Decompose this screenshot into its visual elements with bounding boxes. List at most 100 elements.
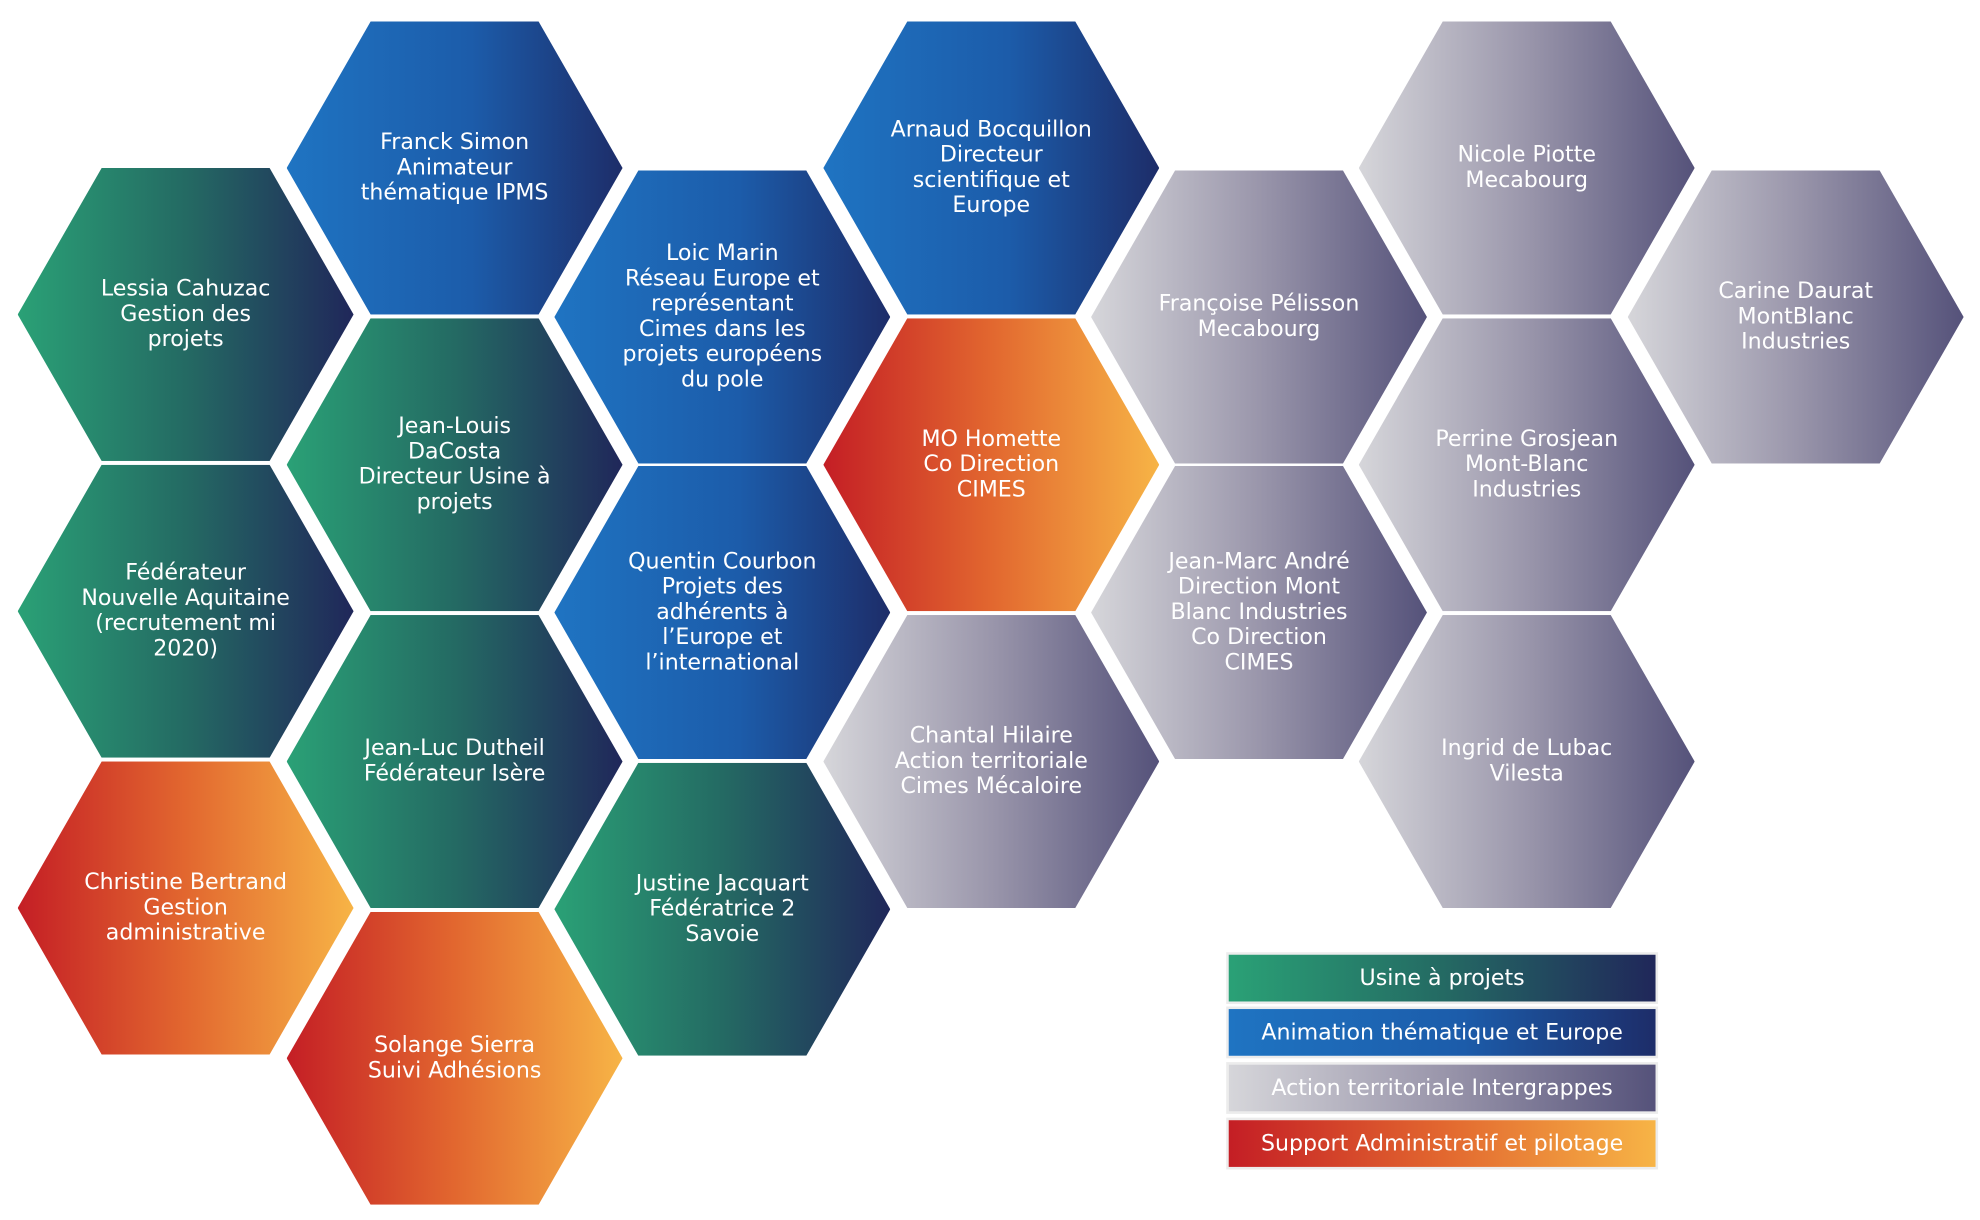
hex-line: CIMES <box>1224 650 1294 676</box>
hex-text: Christine Bertrand Gestion administrativ… <box>66 870 306 946</box>
hex-line: Gestion <box>143 895 228 921</box>
hex-line: Co Direction <box>1191 625 1327 651</box>
hex-line: Quentin Courbon <box>628 549 817 575</box>
hex-franck-simon: Franck Simon Animateur thématique IPMS <box>286 21 623 315</box>
hex-line: Christine Bertrand <box>84 870 288 896</box>
hex-text: Fédérateur Nouvelle Aquitaine (recruteme… <box>66 561 306 662</box>
hex-line: l’Europe et <box>662 625 783 651</box>
hex-quentin-courbon: Quentin Courbon Projets des adhérents à … <box>554 466 891 760</box>
hex-line: projets européens <box>622 342 823 368</box>
hex-perrine-grosjean: Perrine Grosjean Mont-Blanc Industries <box>1358 318 1695 612</box>
hex-text: Ingrid de Lubac Vilesta <box>1407 736 1647 787</box>
hex-text: Jean-Louis DaCosta Directeur Usine à pro… <box>335 414 575 515</box>
hex-line: Françoise Pélisson <box>1158 291 1360 317</box>
hex-line: Justine Jacquart <box>635 871 809 897</box>
hex-line: Mecabourg <box>1465 167 1589 194</box>
hex-lessia-cahuzac: Lessia Cahuzac Gestion des projets <box>17 167 354 461</box>
legend-label: Action territoriale Intergrappes <box>1271 1075 1613 1101</box>
hex-line: Fédérateur <box>125 560 246 586</box>
hex-line: Animateur <box>396 155 513 181</box>
hex-line: MO Homette <box>921 426 1062 453</box>
hex-loic-marin: Loic Marin Réseau Europe et représentant… <box>554 170 891 464</box>
hex-line: Jean-Louis <box>398 414 511 440</box>
hex-line: Gestion des <box>120 301 252 328</box>
hex-text: Perrine Grosjean Mont-Blanc Industries <box>1407 427 1647 503</box>
hex-line: CIMES <box>956 477 1026 503</box>
hex-line: adhérents à <box>656 599 789 626</box>
legend-item-animation-thematique: Animation thématique et Europe <box>1228 1009 1656 1056</box>
legend-label: Usine à projets <box>1359 965 1525 991</box>
hex-line: administrative <box>105 920 266 946</box>
hex-text: Lessia Cahuzac Gestion des projets <box>66 277 306 353</box>
hex-line: Chantal Hilaire <box>909 723 1073 749</box>
hex-jean-louis-dacosta: Jean-Louis DaCosta Directeur Usine à pro… <box>286 318 623 612</box>
hex-line: scientifique et <box>912 167 1070 194</box>
hex-text: MO Homette Co Direction CIMES <box>871 427 1111 503</box>
hex-line: Co Direction <box>923 452 1060 478</box>
hex-text: Carine Daurat MontBlanc Industries <box>1676 279 1916 355</box>
hex-line: Ingrid de Lubac <box>1441 736 1613 762</box>
hex-line: projets <box>147 327 224 353</box>
hex-jean-marc-andre: Jean-Marc André Direction Mont Blanc Ind… <box>1091 466 1427 760</box>
hex-ingrid-de-lubac: Ingrid de Lubac Vilesta <box>1358 615 1695 909</box>
hex-line: Direction Mont <box>1177 574 1341 600</box>
hex-line: thématique IPMS <box>360 180 549 206</box>
hex-line: Carine Daurat <box>1718 279 1874 305</box>
hex-line: représentant <box>651 291 794 317</box>
legend-item-action-territoriale: Action territoriale Intergrappes <box>1228 1064 1656 1112</box>
hex-line: Vilesta <box>1489 761 1564 787</box>
hex-chantal-hilaire: Chantal Hilaire Action territoriale Cime… <box>823 615 1160 909</box>
hex-line: Jean-Luc Dutheil <box>364 736 545 762</box>
hex-line: Industries <box>1472 477 1582 503</box>
hex-line: DaCosta <box>407 439 502 465</box>
hex-line: Mecabourg <box>1197 316 1321 343</box>
hex-text: Quentin Courbon Projets des adhérents à … <box>602 549 842 675</box>
hex-line: Action territoriale <box>894 748 1088 775</box>
hex-solange-sierra: Solange Sierra Suivi Adhésions <box>286 911 623 1205</box>
hex-line: Jean-Marc André <box>1168 549 1350 575</box>
hex-mo-homette: MO Homette Co Direction CIMES <box>823 318 1160 612</box>
hex-line: Europe <box>952 193 1031 219</box>
hex-text: Franck Simon Animateur thématique IPMS <box>335 130 575 206</box>
hex-arnaud-bocquillon: Arnaud Bocquillon Directeur scientifique… <box>823 21 1160 315</box>
hex-text: Loic Marin Réseau Europe et représentant… <box>602 241 842 393</box>
hex-text: Arnaud Bocquillon Directeur scientifique… <box>871 117 1111 218</box>
hex-line: projets <box>416 490 493 516</box>
hex-text: Jean-Luc Dutheil Fédérateur Isère <box>335 736 575 787</box>
hex-text: Justine Jacquart Fédératrice 2 Savoie <box>602 871 842 947</box>
hex-line: Directeur Usine à <box>358 464 551 491</box>
hex-jean-luc-dutheil: Jean-Luc Dutheil Fédérateur Isère <box>286 615 623 909</box>
hex-text: Chantal Hilaire Action territoriale Cime… <box>871 724 1111 800</box>
hex-line: MontBlanc <box>1737 304 1854 330</box>
hex-text: Solange Sierra Suivi Adhésions <box>335 1033 575 1084</box>
hex-line: Directeur <box>939 142 1043 168</box>
hex-line: Savoie <box>685 921 760 948</box>
hex-line: Nicole Piotte <box>1457 142 1596 168</box>
hex-line: Solange Sierra <box>374 1033 536 1059</box>
hex-text: Nicole Piotte Mecabourg <box>1407 143 1647 194</box>
hex-christine-bertrand: Christine Bertrand Gestion administrativ… <box>17 761 354 1055</box>
hex-line: Projets des <box>661 574 783 600</box>
hex-carine-daurat: Carine Daurat MontBlanc Industries <box>1627 170 1964 464</box>
legend-item-support-administratif: Support Administratif et pilotage <box>1228 1120 1656 1167</box>
hex-line: Fédérateur Isère <box>363 761 546 787</box>
hex-line: Cimes Mécaloire <box>900 774 1083 800</box>
hex-line: Suivi Adhésions <box>367 1058 542 1084</box>
hex-text: Françoise Pélisson Mecabourg <box>1139 292 1379 343</box>
hex-line: Perrine Grosjean <box>1435 426 1619 453</box>
hex-federateur-nouvelle-aquitaine: Fédérateur Nouvelle Aquitaine (recruteme… <box>17 464 354 758</box>
hex-line: (recrutement mi <box>95 611 277 637</box>
hex-line: Fédératrice 2 <box>649 896 796 922</box>
hex-nicole-piotte: Nicole Piotte Mecabourg <box>1358 21 1695 315</box>
hex-line: 2020) <box>153 636 219 662</box>
hex-line: Mont-Blanc <box>1464 452 1589 478</box>
legend-label: Animation thématique et Europe <box>1261 1019 1623 1046</box>
hex-line: Industries <box>1741 329 1851 355</box>
hex-line: Blanc Industries <box>1170 599 1348 626</box>
hex-line: Lessia Cahuzac <box>100 276 271 302</box>
hex-line: Franck Simon <box>380 130 530 156</box>
hex-justine-jacquart: Justine Jacquart Fédératrice 2 Savoie <box>554 762 891 1056</box>
hex-line: du pole <box>681 367 764 393</box>
hex-line: Réseau Europe et <box>624 266 820 292</box>
